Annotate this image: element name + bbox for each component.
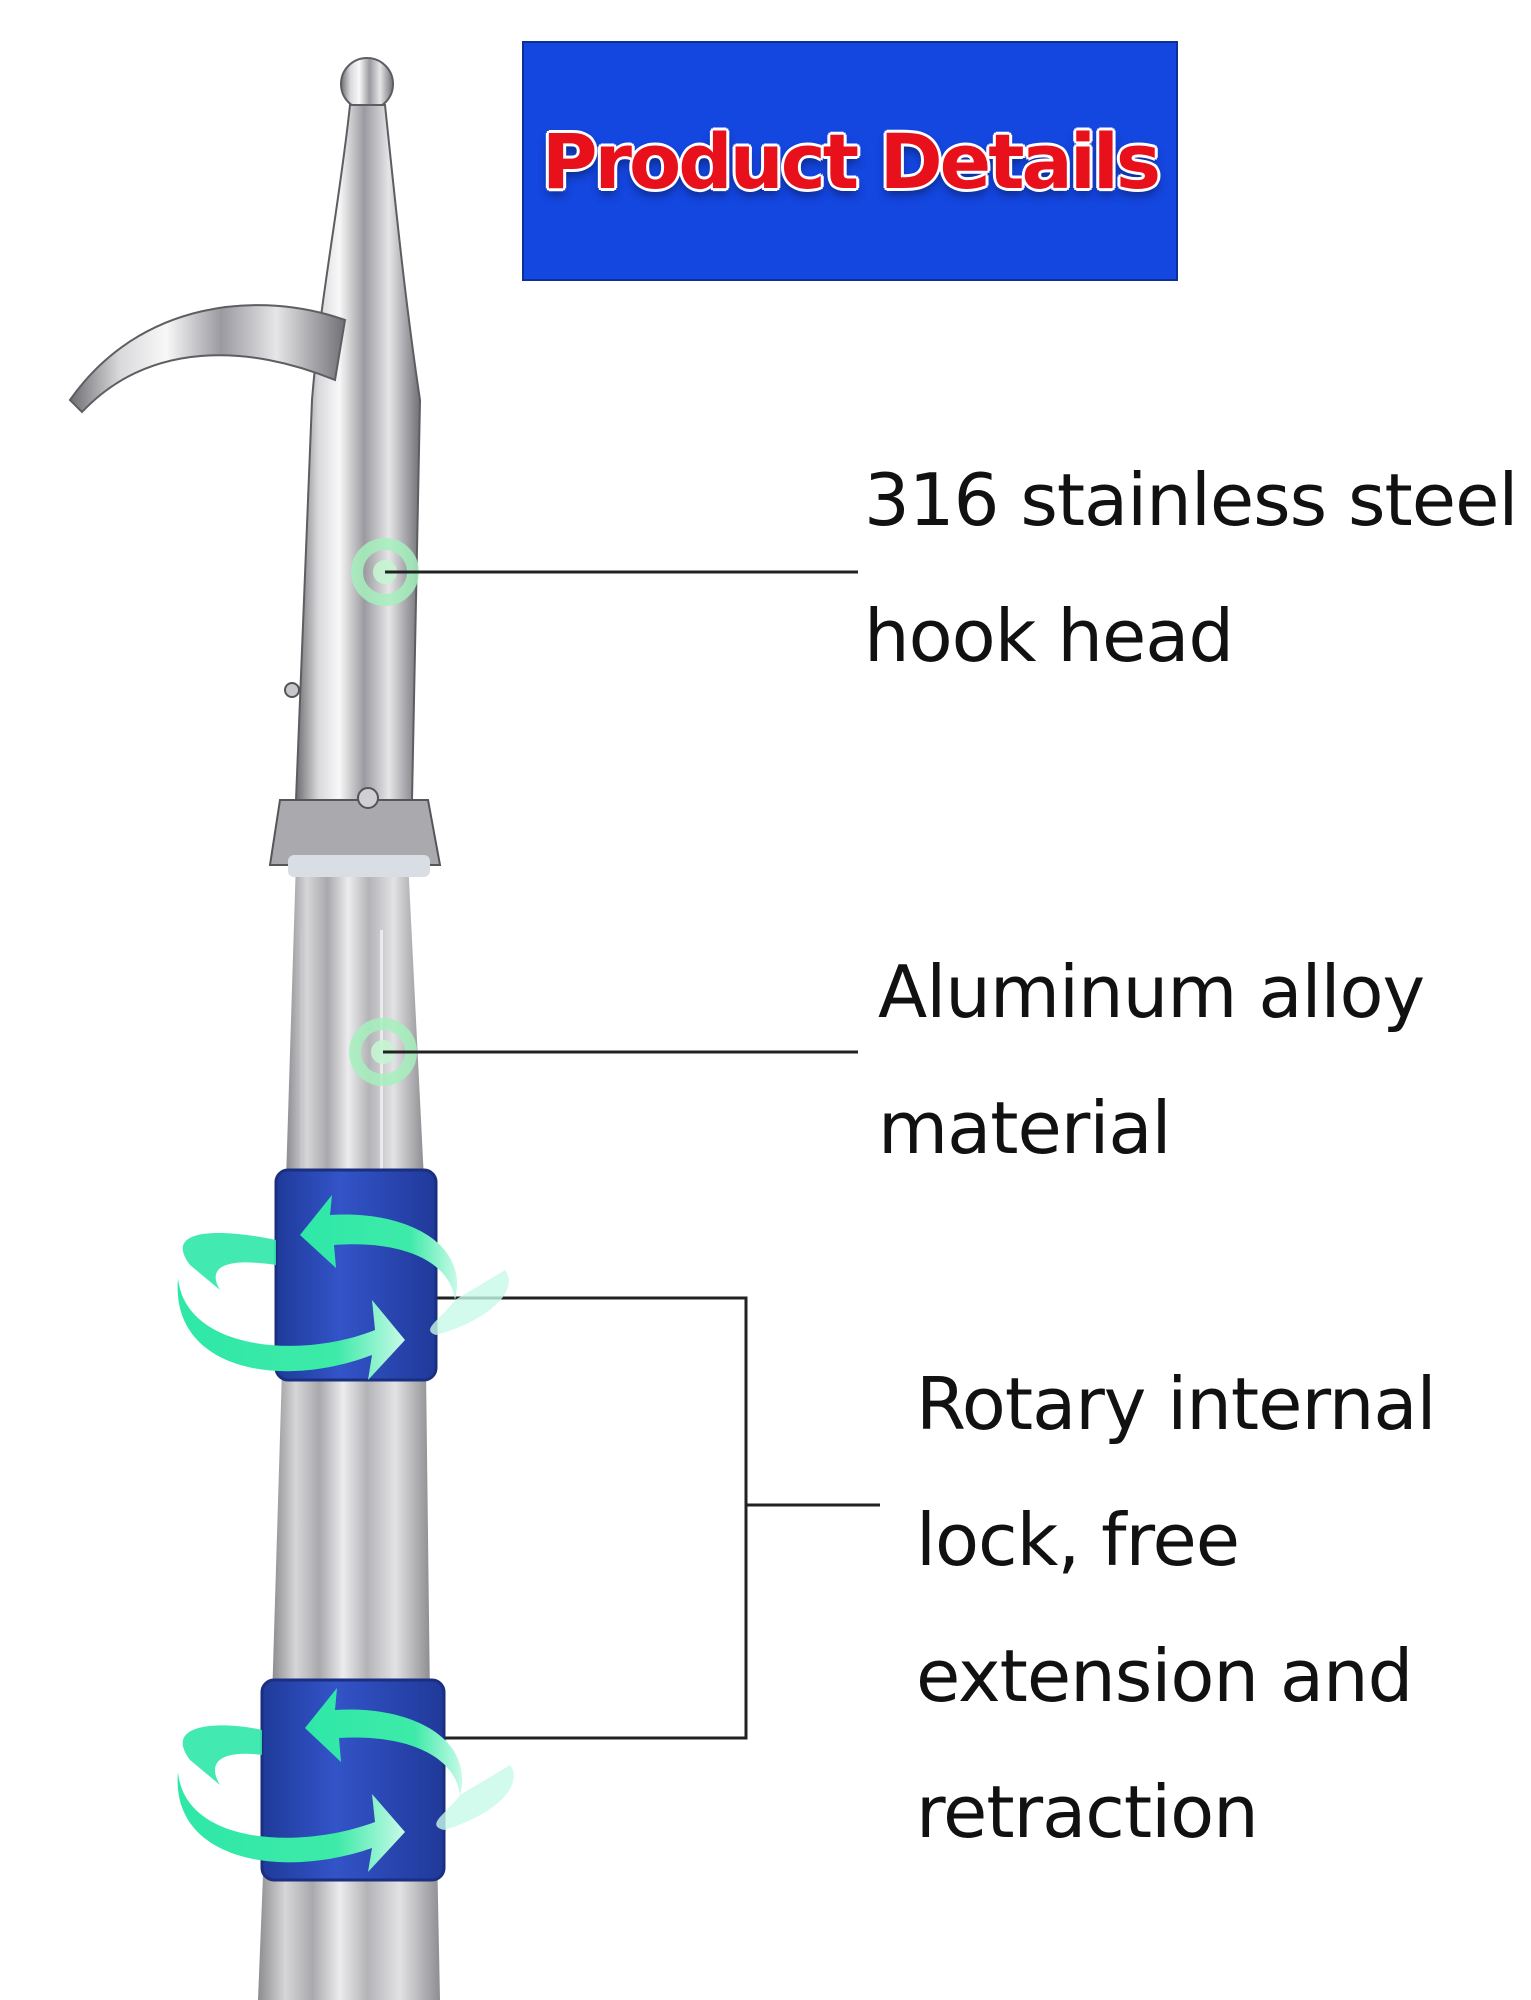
- rotate-arrow-icon: [177, 1195, 509, 1380]
- pole-middle-section: [272, 1370, 430, 1700]
- callout-lock: Rotary internal lock, free extension and…: [916, 1336, 1437, 1880]
- leader-lines: [383, 570, 880, 1740]
- callout-text: retraction: [916, 1770, 1259, 1854]
- callout-text: Rotary internal: [916, 1362, 1437, 1446]
- callout-text: Aluminum alloy: [878, 950, 1425, 1034]
- hook-head-icon: [68, 57, 442, 877]
- callout-hook-head: 316 stainless steel hook head: [864, 432, 1518, 704]
- page-title: Product Details: [541, 116, 1161, 206]
- callout-text: material: [878, 1086, 1172, 1170]
- callout-text: hook head: [864, 594, 1234, 678]
- pole-upper-section: [286, 860, 424, 1180]
- callout-text: extension and: [916, 1634, 1413, 1718]
- rotate-arrow-icon: [177, 1688, 514, 1872]
- callout-material: Aluminum alloy material: [878, 924, 1425, 1196]
- callout-text: 316 stainless steel: [864, 458, 1518, 542]
- title-banner: Product Details: [522, 41, 1178, 281]
- callout-text: lock, free: [916, 1498, 1240, 1582]
